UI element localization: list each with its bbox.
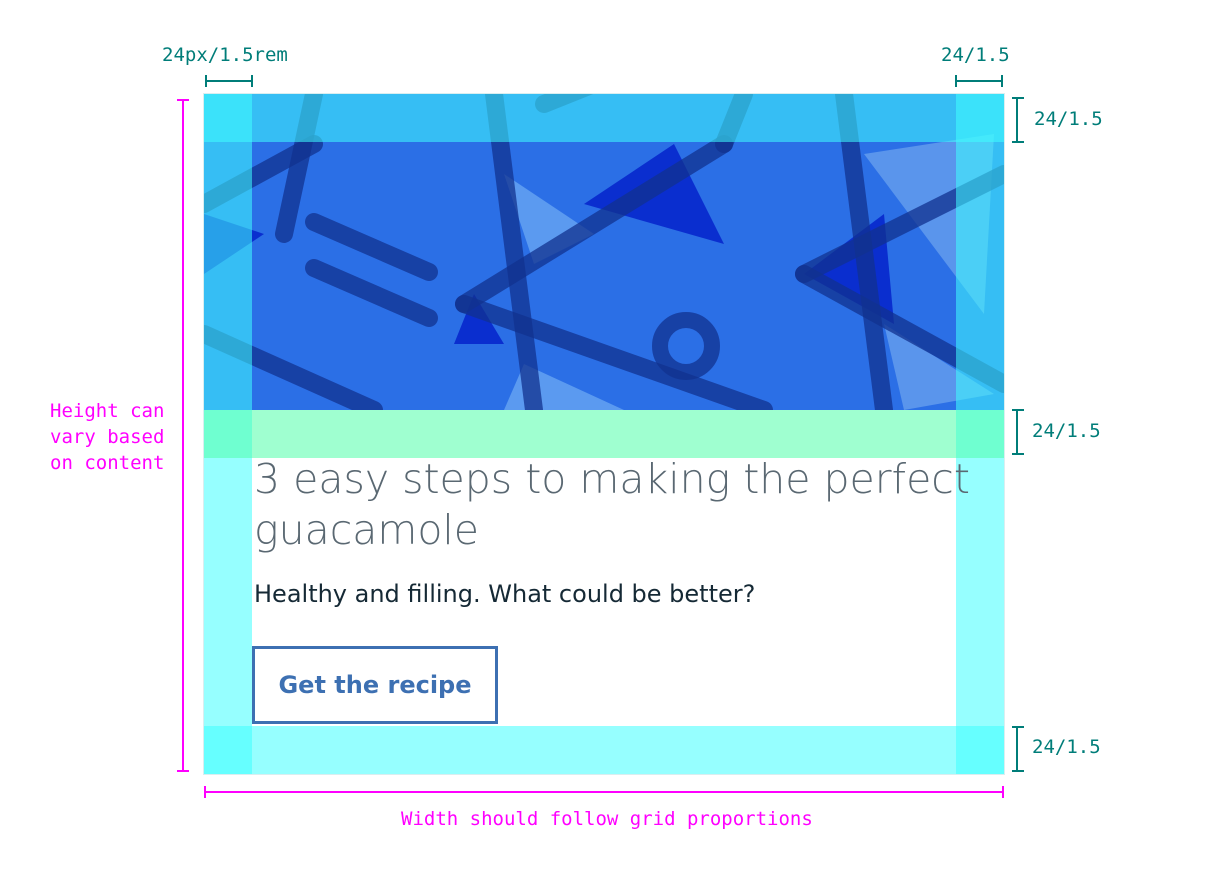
height-note: Height can vary based on content [50, 400, 165, 474]
top-padding-dimension-line [1016, 97, 1018, 143]
height-dimension-line [182, 99, 184, 772]
left-padding-dimension-line [205, 80, 253, 82]
top-padding-label: 24/1.5 [1034, 108, 1103, 130]
right-padding-tick-start [955, 75, 957, 87]
bottom-padding-tick-start [1012, 726, 1024, 728]
width-note: Width should follow grid proportions [401, 808, 813, 830]
bottom-padding-dimension-line [1016, 726, 1018, 772]
left-padding-label: 24px/1.5rem [162, 44, 288, 66]
gap-padding-overlay [204, 410, 1004, 458]
top-padding-overlay [204, 94, 1004, 142]
left-padding-tick-start [205, 75, 207, 87]
get-recipe-button[interactable]: Get the recipe [252, 646, 498, 724]
gap-padding-dimension-line [1016, 409, 1018, 455]
width-dimension-line [204, 791, 1004, 793]
right-padding-dimension-line [955, 80, 1003, 82]
gap-padding-tick-start [1012, 409, 1024, 411]
bottom-padding-label: 24/1.5 [1032, 736, 1101, 758]
left-padding-tick-end [251, 75, 253, 87]
gap-padding-tick-end [1012, 453, 1024, 455]
card-subtitle: Healthy and filling. What could be bette… [254, 580, 756, 608]
top-padding-tick-end [1012, 141, 1024, 143]
recipe-card[interactable]: 3 easy steps to making the perfect guaca… [204, 94, 1004, 774]
gap-padding-label: 24/1.5 [1032, 420, 1101, 442]
bottom-padding-overlay [204, 726, 1004, 774]
right-padding-tick-end [1001, 75, 1003, 87]
height-tick-top [177, 99, 189, 101]
width-tick-end [1002, 786, 1004, 798]
height-tick-bottom [177, 770, 189, 772]
card-title: 3 easy steps to making the perfect guaca… [254, 455, 970, 554]
right-padding-label: 24/1.5 [941, 44, 1010, 66]
top-padding-tick-start [1012, 97, 1024, 99]
width-tick-start [204, 786, 206, 798]
bottom-padding-tick-end [1012, 770, 1024, 772]
